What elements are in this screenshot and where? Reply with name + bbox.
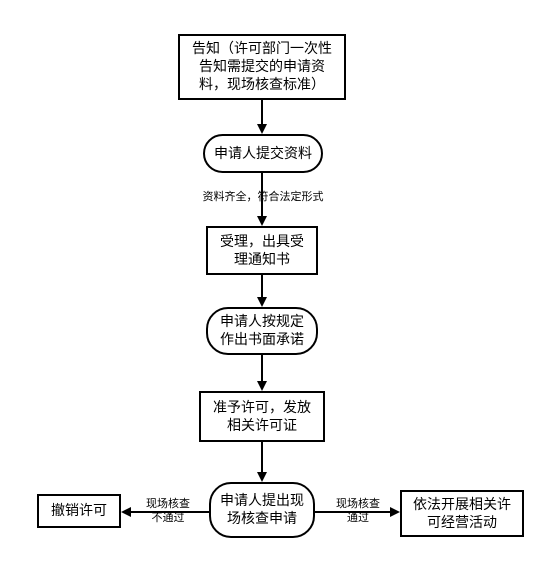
node-revoke-license: 撤销许可 bbox=[37, 494, 121, 528]
node-notify: 告知（许可部门一次性 告知需提交的申请资 料，现场核查标准） bbox=[178, 34, 346, 100]
node-inspection-request: 申请人提出现 场核查申请 bbox=[209, 482, 315, 538]
node-approve-license: 准予许可，发放 相关许可证 bbox=[199, 391, 325, 442]
node-accept: 受理，出具受 理通知书 bbox=[206, 226, 318, 275]
node-submit-materials: 申请人提交资料 bbox=[203, 134, 323, 173]
node-written-commitment: 申请人按规定 作出书面承诺 bbox=[206, 307, 318, 355]
label-inspection-fail: 现场核查 不通过 bbox=[146, 497, 190, 524]
label-inspection-pass: 现场核查 通过 bbox=[336, 497, 380, 524]
node-legal-operation: 依法开展相关许 可经营活动 bbox=[400, 490, 524, 537]
label-materials-complete: 资料齐全，符合法定形式 bbox=[202, 190, 324, 203]
